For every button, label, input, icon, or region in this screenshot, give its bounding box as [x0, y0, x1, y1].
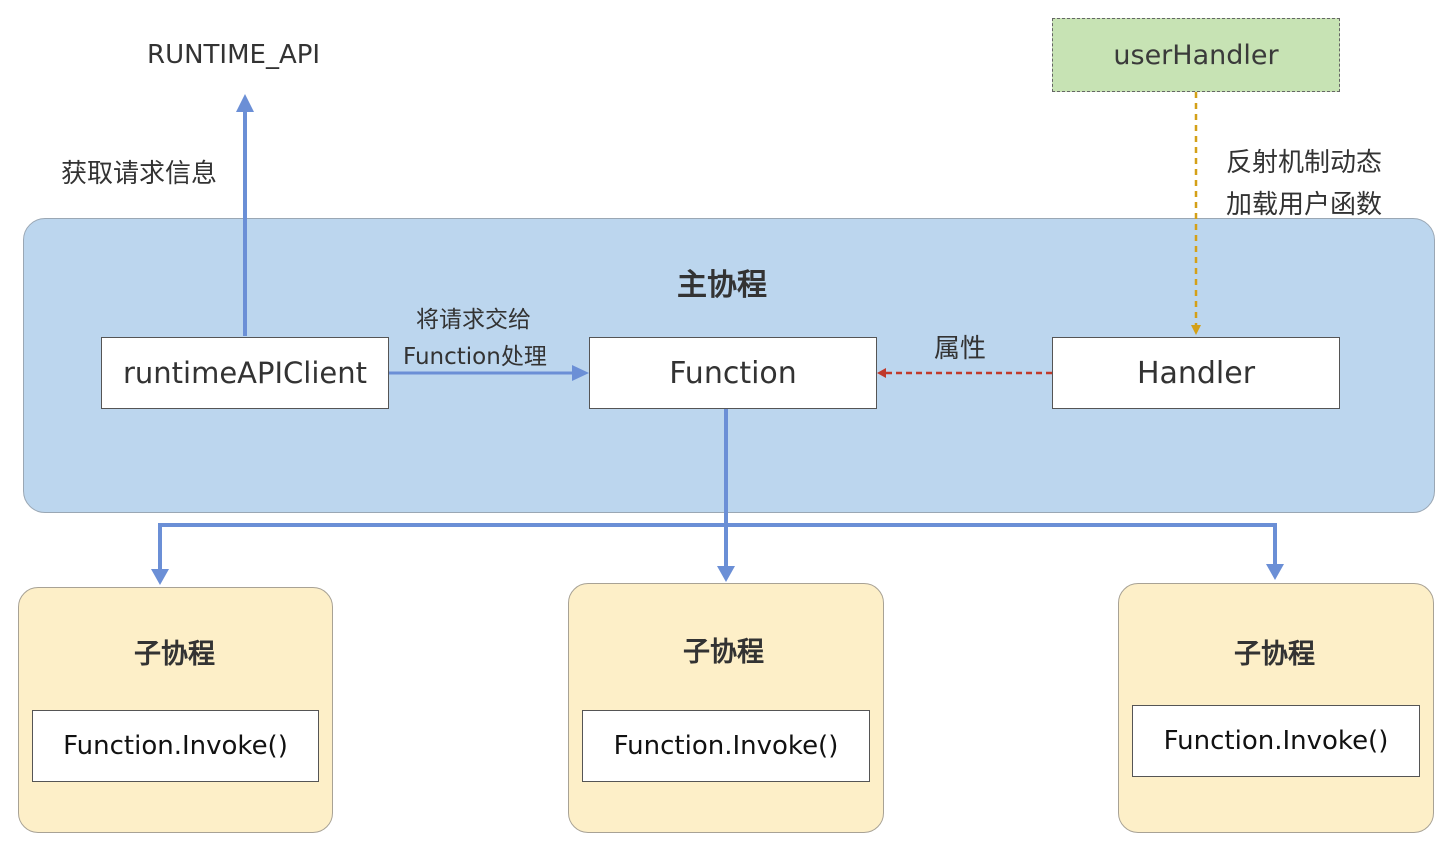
handoff-label-line1: 将请求交给	[416, 307, 531, 333]
sub-coroutine-panel-2	[568, 583, 884, 833]
handoff-label-line2: Function处理	[403, 344, 547, 370]
runtime-api-label: RUNTIME_API	[147, 40, 321, 70]
sub-coroutine-title-2: 子协程	[683, 637, 764, 668]
sub-coroutine-title-3: 子协程	[1234, 639, 1315, 670]
sub-coroutine-title-1: 子协程	[134, 639, 215, 670]
handler-box: Handler	[1052, 337, 1340, 409]
attribute-label: 属性	[934, 334, 987, 364]
get-request-info-label: 获取请求信息	[61, 159, 218, 189]
reflection-label-line1: 反射机制动态	[1226, 148, 1383, 178]
function-invoke-box-1: Function.Invoke()	[32, 710, 319, 782]
function-invoke-box-2: Function.Invoke()	[582, 710, 870, 782]
user-handler-box: userHandler	[1052, 18, 1340, 92]
runtime-api-client-box: runtimeAPIClient	[101, 337, 389, 409]
function-box: Function	[589, 337, 877, 409]
reflection-label-line2: 加载用户函数	[1226, 190, 1383, 220]
main-coroutine-title: 主协程	[677, 268, 767, 303]
function-invoke-box-3: Function.Invoke()	[1132, 705, 1420, 777]
